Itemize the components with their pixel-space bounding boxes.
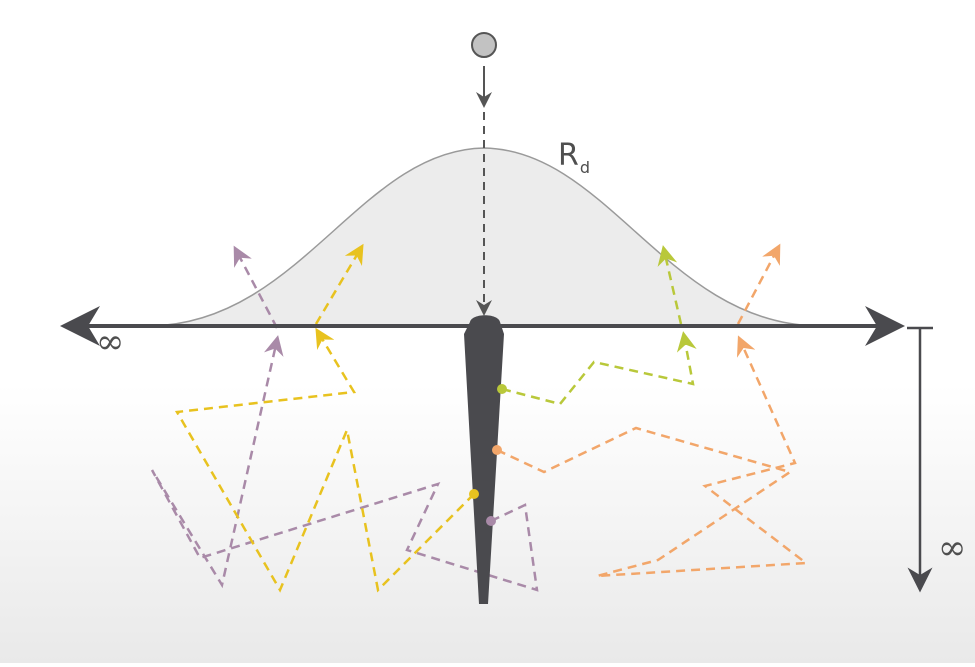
reflectance-symbol: R [558,138,579,173]
dot-yellow [469,489,479,499]
photon-path-orange [496,243,810,578]
infinity-label-horizontal: ∞ [96,322,125,362]
reflectance-curve-fill [150,148,818,326]
photon-path-yellow [174,243,475,593]
incident-photon [471,32,497,58]
photon-path-purple [150,245,539,592]
reflectance-label: Rd [558,138,590,177]
dot-purple [486,516,496,526]
dot-lime [497,384,507,394]
needle [464,315,504,604]
infinity-label-vertical: ∞ [938,528,967,568]
photon-path-lime [501,245,697,406]
dot-orange [492,445,502,455]
reflectance-subscript: d [579,158,591,177]
